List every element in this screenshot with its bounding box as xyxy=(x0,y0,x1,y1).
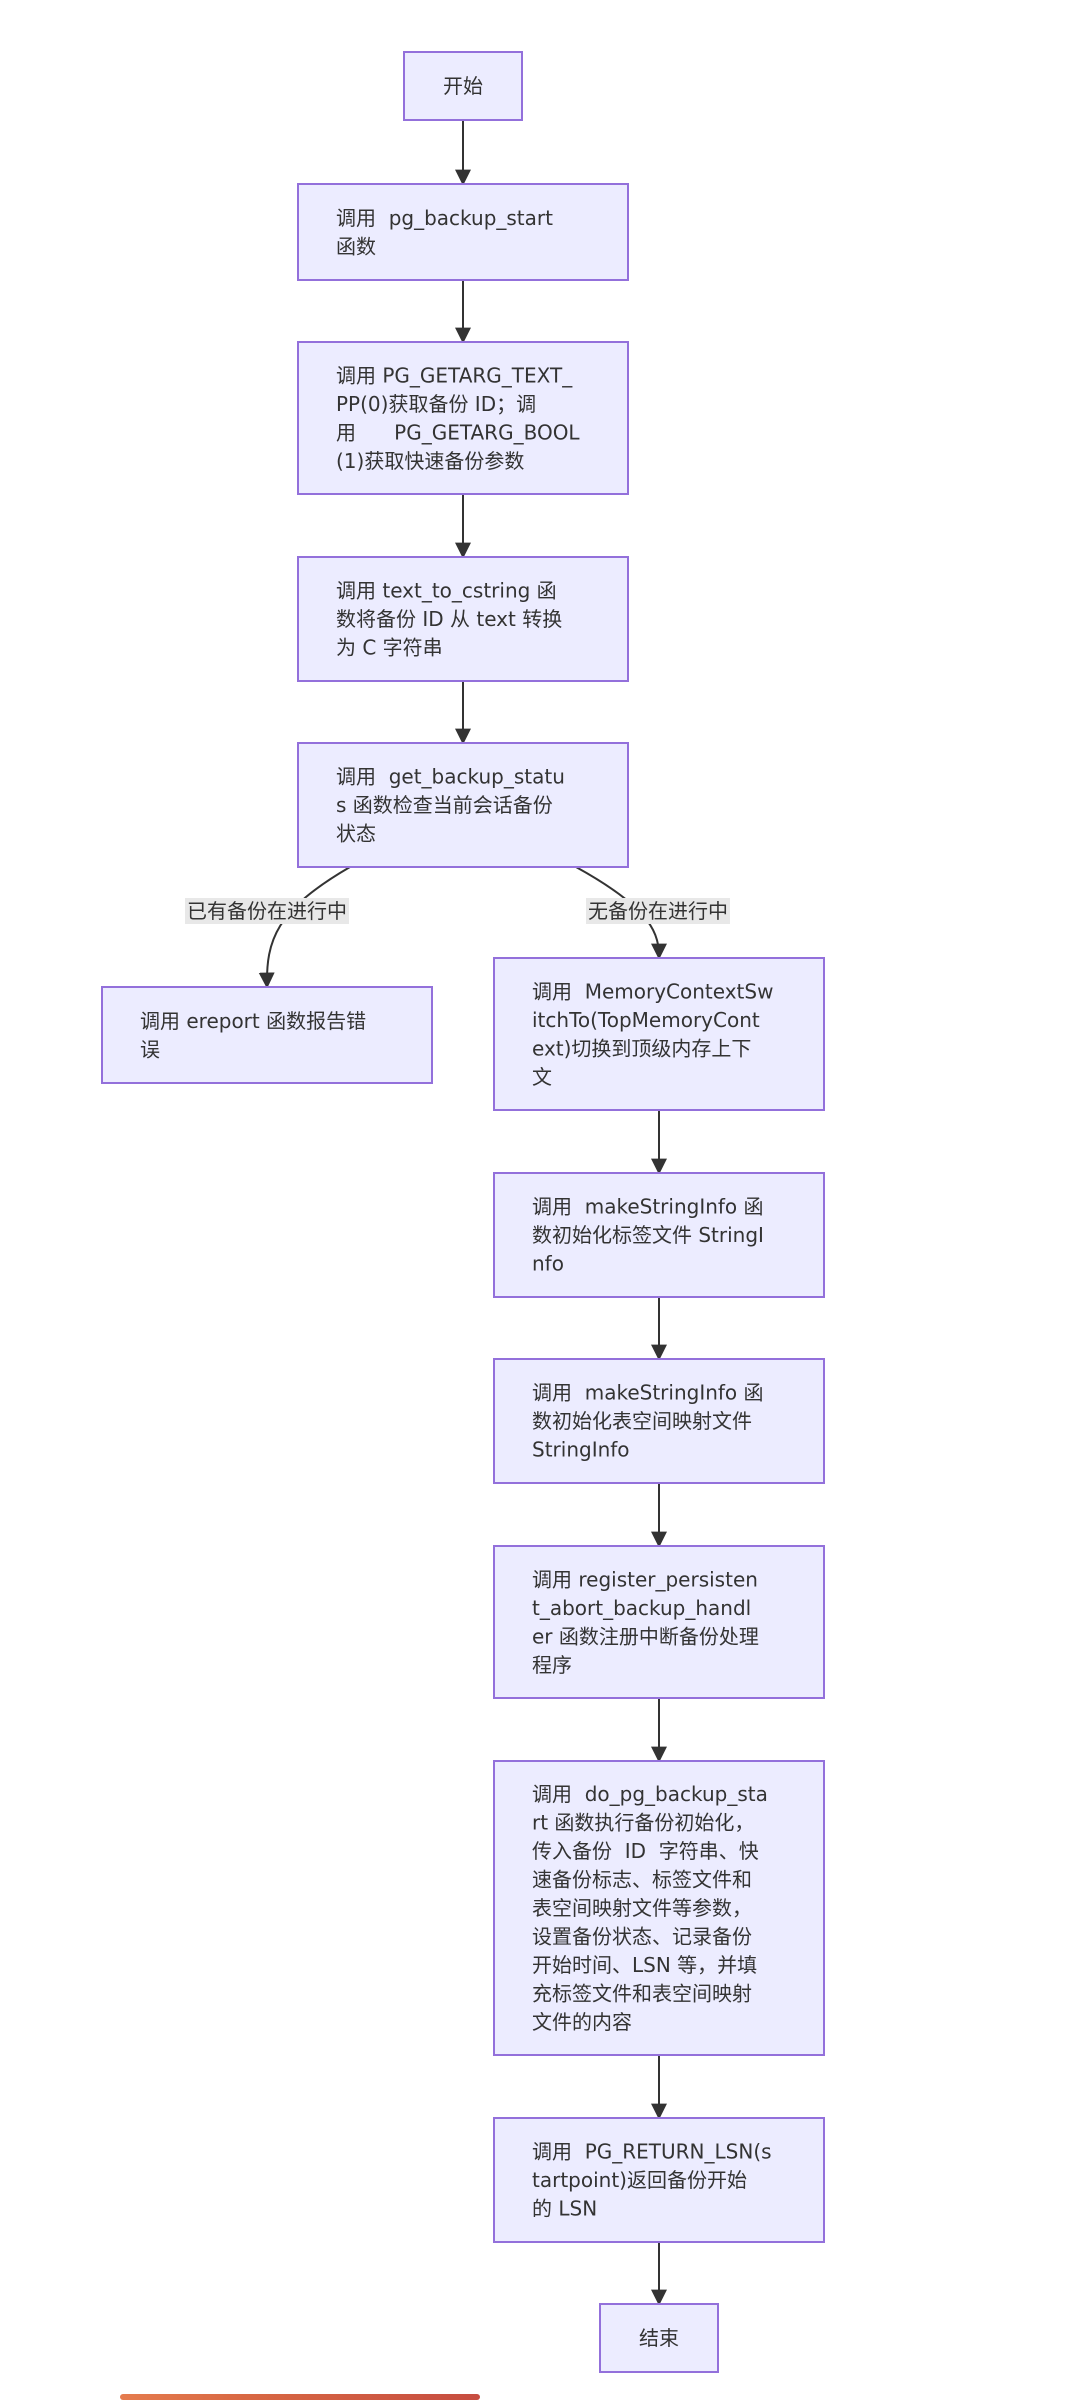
node-text-line: 调用 register_persisten xyxy=(532,1567,758,1591)
edge-line xyxy=(258,866,351,989)
node-box xyxy=(297,556,629,682)
node-text-line: t_abort_backup_handl xyxy=(532,1596,751,1620)
node-text-line: 调用 ereport 函数报告错 xyxy=(140,1009,366,1033)
node-text-line: 程序 xyxy=(532,1653,572,1677)
edge-label-get-backup-status-to-ereport: 已有备份在进行中 xyxy=(185,898,349,924)
node-text-line: s 函数检查当前会话备份 xyxy=(336,793,553,817)
node-text-line: 文件的内容 xyxy=(532,2010,632,2034)
node-text-line: 数初始化表空间映射文件 xyxy=(532,1409,752,1433)
node-text-line: er 函数注册中断备份处理 xyxy=(532,1624,759,1648)
node-end: 结束 xyxy=(599,2303,719,2373)
node-text-line: 速备份标志、标签文件和 xyxy=(532,1868,752,1892)
node-text-line: 用 PG_GETARG_BOOL xyxy=(336,420,580,444)
node-text-line: 调用 PG_RETURN_LSN(s xyxy=(532,2140,772,2164)
node-box xyxy=(599,2303,719,2373)
node-text-line: 调用 makeStringInfo 函 xyxy=(532,1195,764,1219)
node-text-line: 调用 text_to_cstring 函 xyxy=(336,579,557,603)
node-box xyxy=(493,957,825,1111)
node-getarg: 调用 PG_GETARG_TEXT_ PP(0)获取备份 ID；调用 PG_GET… xyxy=(297,341,629,495)
node-box xyxy=(493,1172,825,1298)
node-text-line: 为 C 字符串 xyxy=(336,636,443,660)
edge-label-background xyxy=(586,898,730,924)
node-text-line: 充标签文件和表空间映射 xyxy=(532,1982,752,2006)
node-text-line: 状态 xyxy=(336,822,376,846)
edge-label-get-backup-status-to-memory-context: 无备份在进行中 xyxy=(586,898,730,924)
node-text-line: ext)切换到顶级内存上下 xyxy=(532,1036,751,1060)
node-text-line: PP(0)获取备份 ID；调 xyxy=(336,392,536,416)
node-text-line: 函数 xyxy=(336,234,376,258)
node-text-line: 的 LSN xyxy=(532,2197,597,2221)
node-text-line: 数将备份 ID 从 text 转换 xyxy=(336,607,562,631)
node-text-line: 调用 pg_backup_start xyxy=(336,206,553,230)
node-text-line: 数初始化标签文件 StringI xyxy=(532,1223,764,1247)
edge-label-background xyxy=(185,898,349,924)
footer-note-decoration xyxy=(120,2388,480,2400)
node-text-line: 调用 PG_GETARG_TEXT_ xyxy=(336,363,573,387)
edge-label-text: 已有备份在进行中 xyxy=(187,899,347,923)
node-text-line: 表空间映射文件等参数， xyxy=(532,1896,752,1920)
node-call-backup-start: 调用 pg_backup_start 函数 xyxy=(297,183,629,281)
node-text-line: nfo xyxy=(532,1252,564,1276)
node-text-line: 文 xyxy=(532,1065,552,1089)
node-text-line: 调用 MemoryContextSw xyxy=(532,979,773,1003)
edge-get-backup-status-to-ereport xyxy=(258,866,351,989)
node-text-line: itchTo(TopMemoryCont xyxy=(532,1008,760,1032)
node-box xyxy=(297,742,629,868)
node-text-line: 开始时间、LSN 等，并填 xyxy=(532,1953,757,1977)
node-box xyxy=(403,51,523,121)
node-text-line: 结束 xyxy=(639,2326,679,2350)
node-start: 开始 xyxy=(403,51,523,121)
node-box xyxy=(101,986,433,1084)
node-text-line: 设置备份状态、记录备份 xyxy=(532,1925,752,1949)
node-text-line: 调用 makeStringInfo 函 xyxy=(532,1381,764,1405)
node-box xyxy=(297,183,629,281)
node-box xyxy=(493,2117,825,2243)
node-register-abort: 调用 register_persisten t_abort_backup_hand… xyxy=(493,1545,825,1699)
node-box xyxy=(493,1358,825,1484)
node-text-line: 误 xyxy=(140,1037,160,1061)
node-box xyxy=(493,1760,825,2056)
node-text-line: tartpoint)返回备份开始 xyxy=(532,2168,747,2192)
node-text-line: rt 函数执行备份初始化， xyxy=(532,1811,754,1835)
node-text-line: 调用 get_backup_statu xyxy=(336,765,565,789)
node-text-line: 传入备份 ID 字符串、快 xyxy=(532,1839,759,1863)
node-text-line: (1)获取快速备份参数 xyxy=(336,449,524,473)
node-box xyxy=(493,1545,825,1699)
node-memory-context: 调用 MemoryContextSw itchTo(TopMemoryCont ex… xyxy=(493,957,825,1111)
node-box xyxy=(297,341,629,495)
node-text-line: StringInfo xyxy=(532,1438,630,1462)
node-text-line: 开始 xyxy=(443,74,483,98)
node-do-backup-start: 调用 do_pg_backup_start 函数执行备份初始化， 传入备份 ID … xyxy=(493,1760,825,2056)
node-text-line: 调用 do_pg_backup_sta xyxy=(532,1782,768,1806)
edge-label-text: 无备份在进行中 xyxy=(588,899,728,923)
footer-note-bar xyxy=(120,2394,480,2400)
